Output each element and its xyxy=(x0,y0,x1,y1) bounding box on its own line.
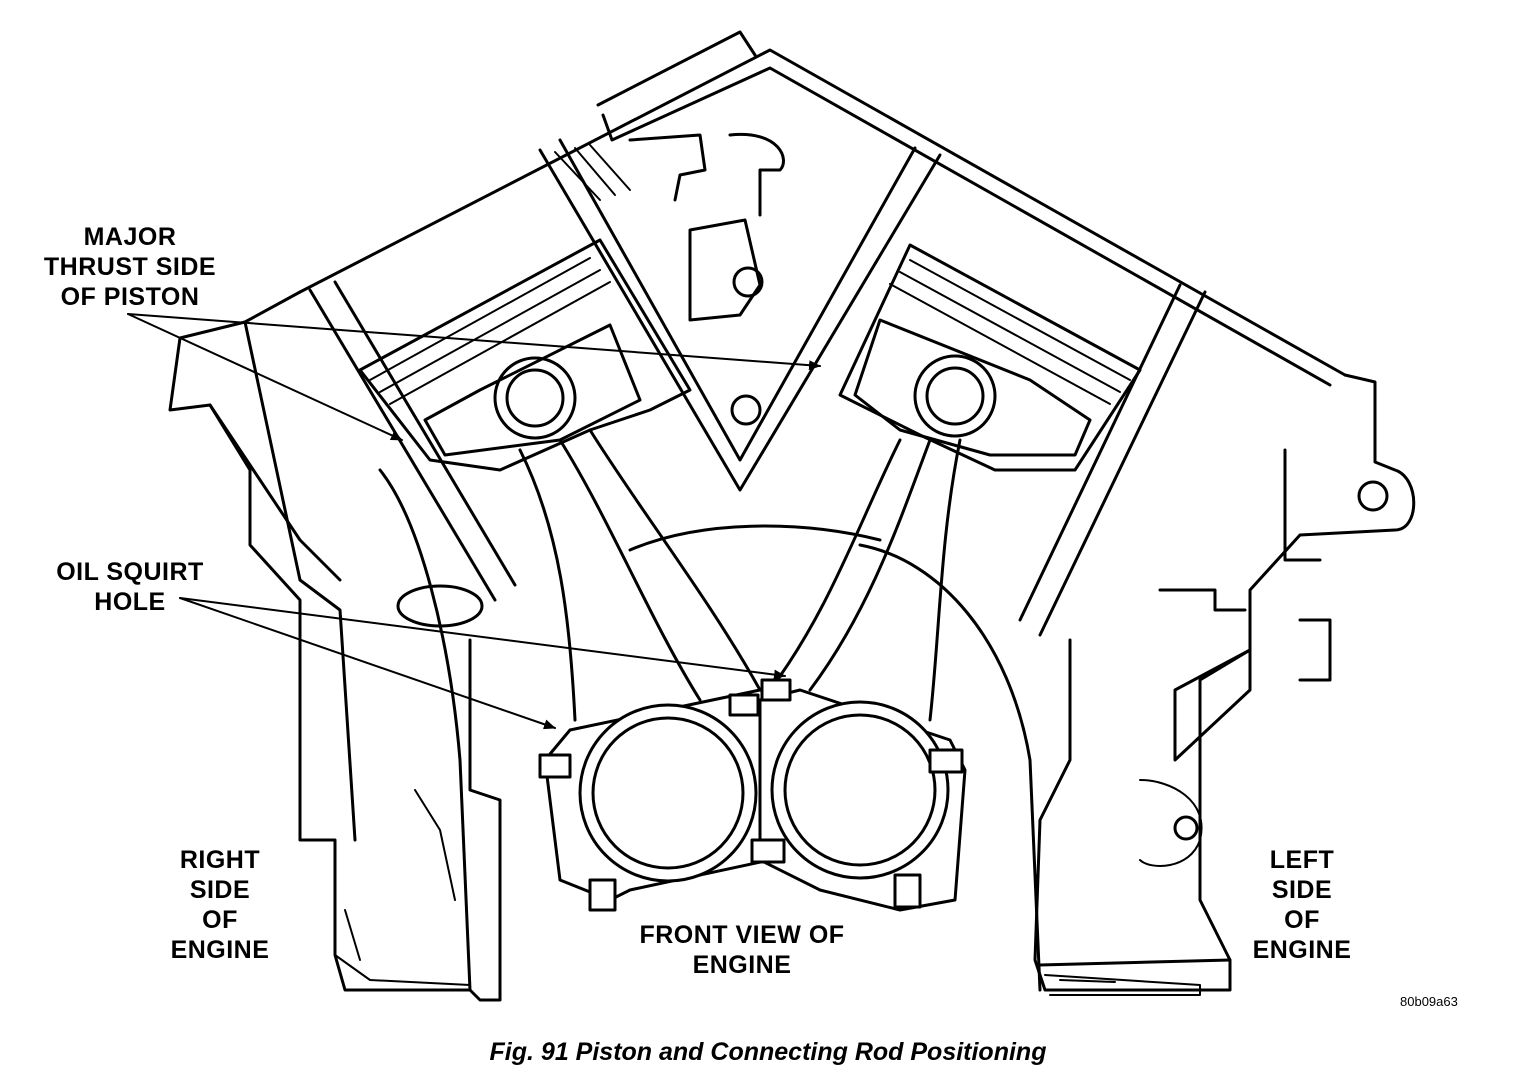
leader-lines xyxy=(127,313,821,730)
crank-assembly xyxy=(518,428,1042,992)
left-side-line-3: OF xyxy=(1284,906,1320,934)
left-side-line-2: SIDE xyxy=(1271,876,1333,904)
right-side-label: RIGHT SIDE OF ENGINE xyxy=(150,845,290,965)
right-side-line-3: OF xyxy=(202,906,238,934)
arrow-oil-right xyxy=(179,597,786,680)
oil-squirt-label: OIL SQUIRT HOLE xyxy=(40,557,220,617)
major-thrust-line-1: MAJOR xyxy=(83,223,177,251)
left-side-line-1: LEFT xyxy=(1269,846,1335,874)
arrow-thrust-left xyxy=(127,313,403,441)
major-thrust-label: MAJOR THRUST SIDE OF PISTON xyxy=(30,222,230,312)
front-view-line-2: ENGINE xyxy=(692,951,792,979)
right-side-line-1: RIGHT xyxy=(179,846,261,874)
left-side-line-4: ENGINE xyxy=(1252,936,1352,964)
left-side-label: LEFT SIDE OF ENGINE xyxy=(1232,845,1372,965)
major-thrust-line-2: THRUST SIDE xyxy=(43,253,217,281)
arrow-oil-left xyxy=(179,597,556,730)
front-view-label: FRONT VIEW OF ENGINE xyxy=(612,920,872,980)
oil-squirt-hole xyxy=(396,584,484,628)
reference-code: 80b09a63 xyxy=(1400,994,1458,1009)
arrow-thrust-right xyxy=(127,313,821,371)
right-side-line-4: ENGINE xyxy=(170,936,270,964)
figure-caption: Fig. 91 Piston and Connecting Rod Positi… xyxy=(489,1038,1047,1066)
oil-squirt-line-1: OIL SQUIRT xyxy=(56,558,204,586)
front-view-line-1: FRONT VIEW OF xyxy=(639,921,845,949)
right-side-line-2: SIDE xyxy=(189,876,251,904)
oil-squirt-line-2: HOLE xyxy=(94,588,166,616)
cylinder-banks xyxy=(308,132,1207,637)
engine-block xyxy=(168,30,1416,1002)
major-thrust-line-3: OF PISTON xyxy=(60,283,200,311)
